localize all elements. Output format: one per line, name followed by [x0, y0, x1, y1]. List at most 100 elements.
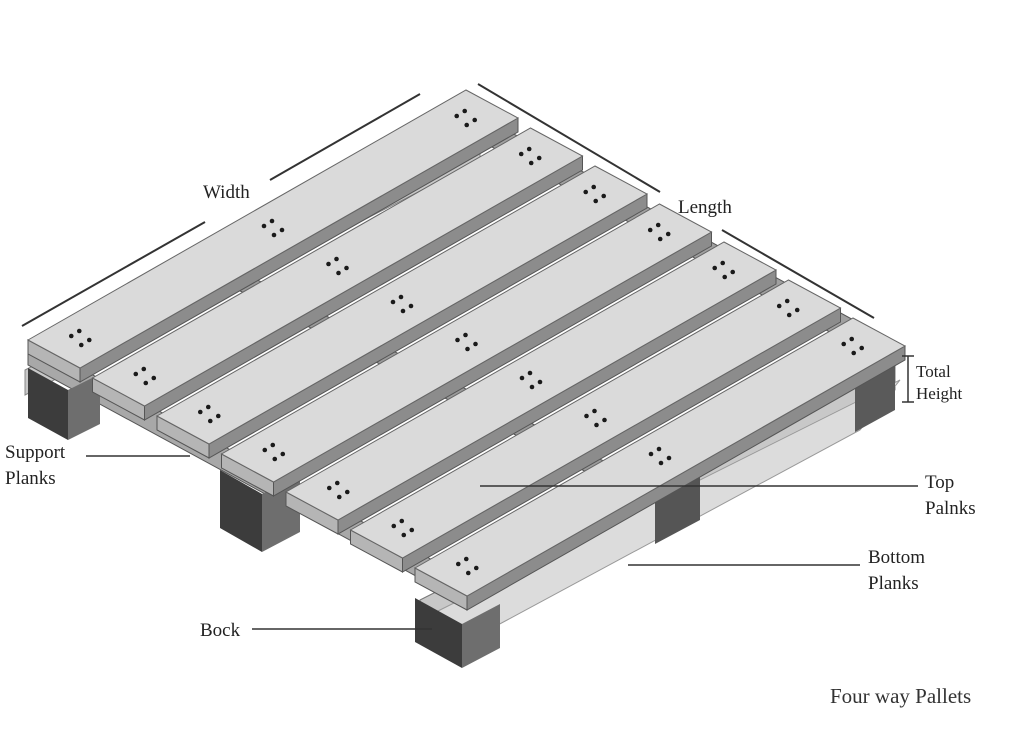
- top-plank: [91, 127, 584, 421]
- nail-hole: [326, 485, 332, 491]
- nail-hole: [462, 108, 468, 114]
- nail-hole: [133, 371, 139, 377]
- nail-hole: [398, 294, 404, 300]
- nail-hole: [86, 337, 92, 343]
- nail-hole: [712, 265, 718, 271]
- nail-hole: [794, 307, 800, 313]
- nail-hole: [583, 189, 589, 195]
- nail-hole: [859, 345, 865, 351]
- top-plank-surface: [26, 89, 520, 369]
- total-height-label-line1: Total: [916, 362, 951, 381]
- nail-hole: [658, 460, 664, 466]
- nail-hole: [528, 160, 534, 166]
- block-left-front: [28, 368, 68, 440]
- nail-hole: [592, 408, 597, 414]
- nail-hole: [334, 480, 340, 486]
- nail-hole: [336, 494, 342, 500]
- top-plank: [155, 165, 649, 459]
- length-label: Length: [678, 197, 732, 218]
- bottom-planks-label-line2: Planks: [868, 573, 919, 594]
- top-plank-surface: [413, 317, 907, 597]
- nail-hole: [784, 298, 790, 304]
- nail-hole: [408, 303, 414, 309]
- nail-hole: [400, 308, 406, 314]
- nail-hole: [601, 193, 607, 199]
- top-plank-surface: [220, 203, 713, 483]
- nail-hole: [455, 337, 460, 343]
- nail-hole: [656, 446, 662, 452]
- top-plank: [220, 203, 713, 497]
- top-plank-surface: [155, 165, 649, 445]
- nail-hole: [279, 227, 285, 233]
- nail-hole: [207, 418, 213, 424]
- diagram-caption: Four way Pallets: [830, 684, 972, 708]
- nail-hole: [271, 232, 277, 238]
- nail-hole: [143, 380, 149, 386]
- nail-hole: [399, 518, 405, 524]
- nail-hole: [272, 456, 278, 462]
- width-dimension-line-upper: [269, 93, 421, 181]
- nail-hole: [536, 155, 542, 161]
- nail-hole: [215, 413, 221, 419]
- nail-hole: [78, 342, 84, 348]
- nail-hole: [269, 218, 275, 224]
- nail-hole: [473, 565, 479, 571]
- nail-hole: [409, 527, 415, 533]
- total-height-bracket: [902, 355, 914, 403]
- nail-hole: [666, 455, 672, 461]
- nail-hole: [465, 346, 470, 352]
- nail-hole: [280, 451, 286, 457]
- nail-hole: [602, 417, 607, 423]
- top-plank: [284, 241, 778, 535]
- nail-hole: [593, 198, 599, 204]
- nail-hole: [584, 413, 589, 419]
- nail-hole: [68, 333, 74, 339]
- length-dimension-line-lower: [721, 229, 875, 319]
- block-front-side: [462, 604, 500, 668]
- bottom-planks-label-line1: Bottom: [868, 547, 925, 568]
- nail-hole: [197, 409, 203, 415]
- nail-hole: [261, 223, 267, 229]
- nail-hole: [473, 341, 478, 347]
- top-planks-layer: [26, 89, 907, 611]
- nail-hole: [648, 451, 654, 457]
- nail-hole: [776, 303, 782, 309]
- nail-hole: [464, 122, 470, 128]
- bock-label: Bock: [200, 620, 241, 641]
- top-plank-surface: [349, 279, 842, 559]
- top-plank-surface: [91, 127, 584, 407]
- nail-hole: [76, 328, 82, 334]
- nail-hole: [851, 350, 857, 356]
- nail-hole: [336, 270, 341, 276]
- top-plank-surface: [284, 241, 778, 521]
- width-dimension-line-lower: [21, 221, 206, 327]
- nail-hole: [390, 299, 396, 305]
- nail-hole: [519, 375, 525, 381]
- nail-hole: [537, 379, 543, 385]
- nail-hole: [151, 375, 157, 381]
- top-plank: [26, 89, 520, 383]
- nail-hole: [594, 422, 599, 428]
- nail-hole: [730, 269, 736, 275]
- nail-hole: [334, 256, 339, 262]
- nail-hole: [463, 332, 468, 338]
- nail-hole: [141, 366, 147, 372]
- nail-hole: [529, 384, 535, 390]
- total-height-label-line2: Height: [916, 384, 963, 403]
- nail-hole: [720, 260, 726, 266]
- nail-hole: [518, 151, 524, 157]
- nail-hole: [205, 404, 211, 410]
- nail-hole: [527, 370, 533, 376]
- nail-hole: [262, 447, 268, 453]
- width-label: Width: [203, 182, 250, 203]
- nail-hole: [454, 113, 460, 119]
- nail-hole: [655, 222, 661, 228]
- nail-hole: [344, 489, 350, 495]
- nail-hole: [591, 184, 597, 190]
- nail-hole: [465, 570, 471, 576]
- nail-hole: [647, 227, 653, 233]
- top-plank: [349, 279, 842, 573]
- nail-hole: [722, 274, 728, 280]
- top-planks-label-line1: Top: [925, 472, 954, 493]
